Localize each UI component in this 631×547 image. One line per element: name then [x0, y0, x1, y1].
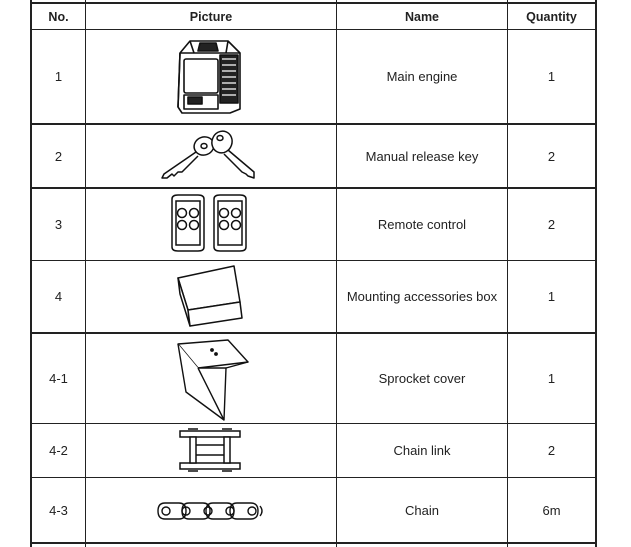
- row-no: 4-1: [49, 371, 68, 386]
- row-name: Manual release key: [365, 148, 479, 164]
- column-divider: [85, 0, 86, 547]
- row-quantity: 1: [547, 69, 556, 84]
- row-quantity: 1: [547, 289, 556, 304]
- row-name: Chain: [405, 502, 439, 518]
- main-engine-icon: [170, 33, 250, 115]
- row-quantity: 2: [547, 443, 556, 458]
- row-divider: [30, 260, 597, 261]
- row-quantity: 6m: [542, 502, 561, 518]
- table-border: [30, 0, 32, 547]
- row-no: 4-2: [49, 443, 68, 458]
- row-quantity: 1: [547, 371, 556, 386]
- row-name: Main engine: [386, 69, 458, 84]
- header-name: Name: [404, 9, 440, 24]
- table-border: [595, 0, 597, 547]
- row-quantity: 2: [547, 148, 556, 164]
- box-icon: [174, 264, 246, 330]
- row-name: Chain link: [393, 443, 451, 458]
- parts-table: No. Picture Name Quantity 1 Main engine …: [30, 0, 597, 547]
- row-no: 4-3: [49, 502, 68, 518]
- chain-link-icon: [176, 427, 244, 473]
- header-quantity: Quantity: [526, 9, 577, 24]
- row-divider: [30, 542, 597, 544]
- key-icon: [158, 128, 260, 184]
- row-divider: [30, 2, 597, 4]
- remote-control-icon: [168, 193, 250, 253]
- row-name: Mounting accessories box: [346, 289, 498, 304]
- row-divider: [30, 29, 597, 30]
- header-no: No.: [48, 9, 69, 24]
- sprocket-cover-icon: [174, 338, 250, 422]
- row-name: Remote control: [377, 217, 467, 232]
- row-divider: [30, 332, 597, 334]
- row-no: 1: [54, 69, 63, 84]
- row-no: 2: [54, 148, 63, 164]
- chain-icon: [156, 500, 266, 522]
- header-picture: Picture: [189, 9, 233, 24]
- row-no: 4: [54, 289, 63, 304]
- row-divider: [30, 477, 597, 478]
- row-divider: [30, 123, 597, 125]
- row-divider: [30, 187, 597, 189]
- row-quantity: 2: [547, 217, 556, 232]
- row-no: 3: [54, 217, 63, 232]
- column-divider: [507, 0, 508, 547]
- row-divider: [30, 423, 597, 424]
- column-divider: [336, 0, 337, 547]
- row-name: Sprocket cover: [378, 371, 466, 386]
